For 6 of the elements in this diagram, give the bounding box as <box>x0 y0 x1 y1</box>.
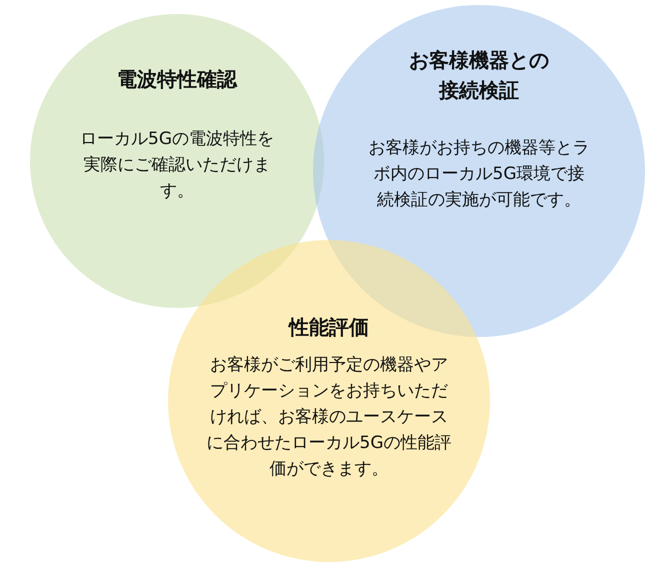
circle-heading: 電波特性確認 <box>116 66 238 93</box>
circle-description: ローカル5Gの電波特性を実際にご確認いただけます。 <box>79 128 275 203</box>
circle-heading: お客様機器との接続検証 <box>408 47 550 104</box>
circle-description: お客様がご利用予定の機器やアプリケーションをお持ちいただければ、お客様のユースケースに合わせたローカル5Gの性能評価ができます。 <box>206 354 452 481</box>
circle-description: お客様がお持ちの機器等とラボ内のローカル5G環境で接続検証の実施が可能です。 <box>368 137 590 212</box>
circle-heading: 性能評価 <box>287 314 370 341</box>
